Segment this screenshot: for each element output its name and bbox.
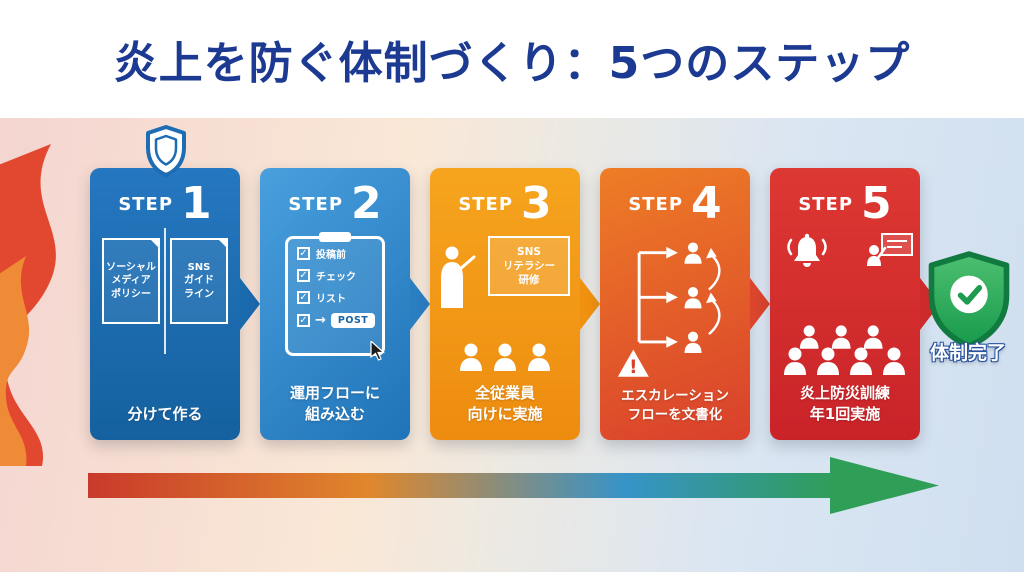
step-3-card: STEP 3 SNS リテラシー 研修 xyxy=(430,168,580,440)
crowd-icons xyxy=(784,325,905,375)
step-4-card: STEP 4 xyxy=(600,168,750,440)
step-2-header: STEP 2 xyxy=(288,180,381,228)
step-1-card: STEP 1 ソーシャル メディア ポリシー SNS ガイド ライン 分けて作る xyxy=(90,168,240,440)
alarm-bell-icon xyxy=(787,233,827,267)
goal-shield-icon xyxy=(928,251,1010,349)
step-5-header: STEP 5 xyxy=(798,180,891,228)
checkbox-icon: ✓ xyxy=(297,269,310,282)
svg-text:!: ! xyxy=(629,357,637,378)
step-number: 2 xyxy=(351,178,382,229)
step-4-illustration: ! xyxy=(600,228,750,387)
guideline-document-icon: SNS ガイド ライン xyxy=(170,238,228,324)
step-5-illustration xyxy=(770,228,920,383)
step-label: STEP xyxy=(458,193,514,215)
step-number: 5 xyxy=(861,178,892,229)
goal-label: 体制完了 xyxy=(929,342,1006,364)
whiteboard-text: SNS リテラシー 研修 xyxy=(502,245,556,287)
flame-icon xyxy=(0,144,56,466)
step-5-caption: 炎上防災訓練 年1回実施 xyxy=(799,384,890,423)
guideline-document-label: SNS ガイド ライン xyxy=(184,261,214,300)
clipboard-clip xyxy=(319,232,351,242)
escalation-flow-icon: ! xyxy=(617,242,721,378)
step-label: STEP xyxy=(628,193,684,215)
step-5-card: STEP 5 xyxy=(770,168,920,440)
divider xyxy=(164,228,166,354)
policy-document-label: ソーシャル メディア ポリシー xyxy=(106,261,156,300)
checklist-line: チェック xyxy=(316,272,356,283)
step-4-caption: エスカレーション フローを文書化 xyxy=(621,388,729,424)
checkbox-icon: ✓ xyxy=(297,314,310,327)
policy-document-icon: ソーシャル メディア ポリシー xyxy=(102,238,160,324)
step-number: 3 xyxy=(521,178,552,229)
step-2-caption: 運用フローに 組み込む xyxy=(289,384,380,423)
warning-icon: ! xyxy=(617,349,649,378)
step-1-caption: 分けて作る xyxy=(127,405,203,423)
step-1-header: STEP 1 xyxy=(118,180,211,228)
step-3-caption: 全従業員 向けに実施 xyxy=(467,384,543,423)
step-4-header: STEP 4 xyxy=(628,180,721,228)
checkbox-icon: ✓ xyxy=(297,247,310,260)
checklist-line: 投稿前 xyxy=(316,250,346,261)
step-label: STEP xyxy=(798,193,854,215)
checklist-line: リスト xyxy=(316,294,346,305)
step-number: 1 xyxy=(181,178,212,229)
cursor-icon xyxy=(370,341,386,361)
arrow-right-icon: → xyxy=(315,313,326,328)
diagram-canvas: STEP 1 ソーシャル メディア ポリシー SNS ガイド ライン 分けて作る xyxy=(0,118,1024,572)
checkbox-icon: ✓ xyxy=(297,291,310,304)
whiteboard-icon: SNS リテラシー 研修 xyxy=(488,236,570,296)
checklist-clipboard-icon: ✓ 投稿前 ✓ チェック ✓ リスト ✓ → POST xyxy=(285,232,386,361)
step-label: STEP xyxy=(288,193,344,215)
step-2-card: STEP 2 ✓ 投稿前 ✓ チェック ✓ リスト xyxy=(260,168,410,440)
flow-arrow xyxy=(88,457,939,514)
presenter-icon xyxy=(441,246,476,308)
shield-icon xyxy=(146,125,186,177)
step-1-illustration: ソーシャル メディア ポリシー SNS ガイド ライン xyxy=(90,228,240,404)
step-3-header: STEP 3 xyxy=(458,180,551,228)
page-title: 炎上を防ぐ体制づくり：5つのステップ xyxy=(113,38,911,89)
training-board-icon xyxy=(867,233,913,266)
title-bar: 炎上を防ぐ体制づくり：5つのステップ xyxy=(0,0,1024,118)
step-label: STEP xyxy=(118,193,174,215)
step-3-illustration: SNS リテラシー 研修 xyxy=(430,228,580,383)
audience-icons xyxy=(460,343,550,371)
step-number: 4 xyxy=(691,178,722,229)
post-button-icon: POST xyxy=(330,313,376,328)
step-2-illustration: ✓ 投稿前 ✓ チェック ✓ リスト ✓ → POST xyxy=(260,228,410,383)
